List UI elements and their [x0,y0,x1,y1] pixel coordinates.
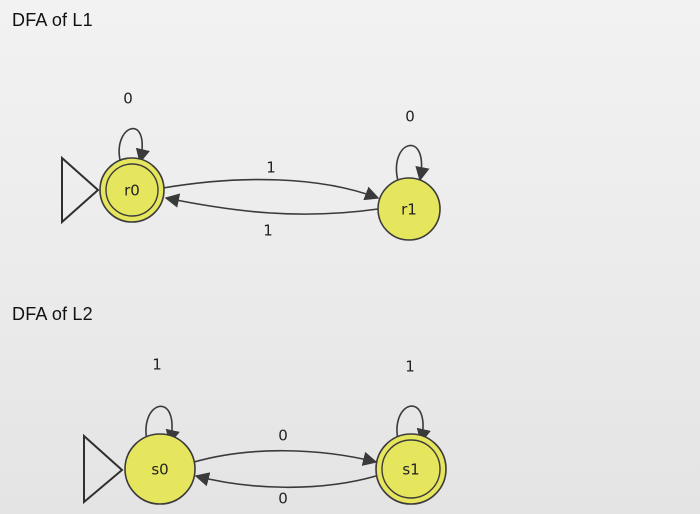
state-r0-label: r0 [124,182,140,200]
transition-s0-s1 [193,449,378,466]
state-r1: r1 [377,177,441,241]
state-s1-label: s1 [402,461,419,479]
label-s0-s0: 1 [152,356,162,374]
start-arrow-s0 [83,433,124,505]
transition-r1-r0 [164,193,379,215]
label-r0-r0: 0 [123,90,133,108]
label-r1-r1: 0 [405,108,415,126]
label-s1-s1: 1 [405,358,415,376]
state-r1-label: r1 [401,201,417,219]
dfa-l1-title: DFA of L1 [12,10,93,30]
label-s0-s1: 0 [278,427,288,445]
dfa-l1: 0 0 1 1 r0 r1 [61,90,441,241]
transition-r1-r1 [395,144,430,182]
transition-r0-r1 [162,178,380,201]
dfa-l2-title: DFA of L2 [12,304,93,324]
state-s0: s0 [124,433,196,505]
transition-s1-s0 [194,472,377,489]
state-s1: s1 [375,433,447,505]
label-r0-r1: 1 [266,159,276,177]
state-s0-label: s0 [151,461,168,479]
state-r0: r0 [99,157,165,223]
dfa-l2: 1 1 0 0 s0 s1 [83,356,447,508]
label-r1-r0: 1 [263,222,273,240]
label-s1-s0: 0 [278,490,288,508]
transition-s1-s1 [396,405,431,445]
start-arrow-r0 [61,155,100,225]
transition-r0-r0 [118,127,150,165]
transition-s0-s0 [145,405,180,446]
